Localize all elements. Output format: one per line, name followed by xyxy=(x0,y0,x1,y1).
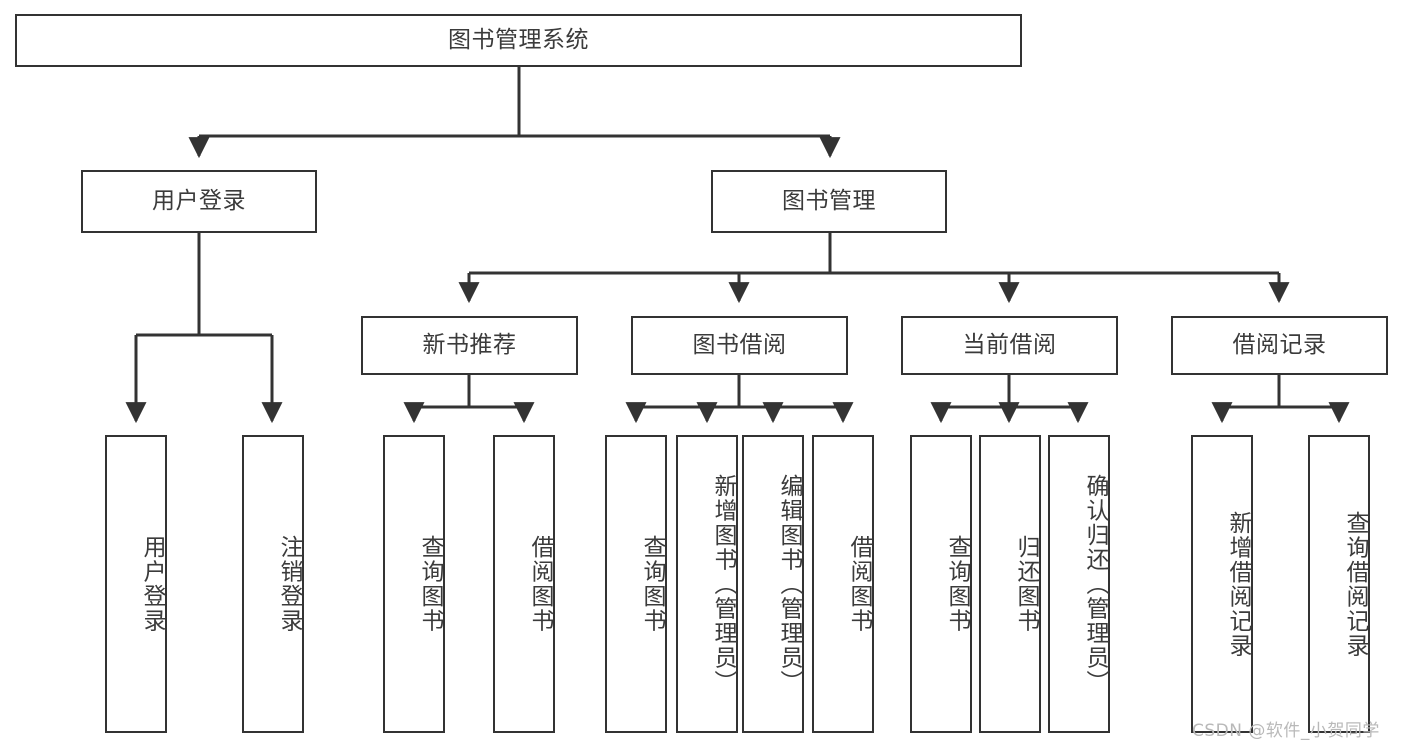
leaf-current-borrow-confirm-return-admin[interactable]: 确认归还（管理员） xyxy=(1048,435,1110,733)
leaf-book-borrow-query-book[interactable]: 查询图书 xyxy=(605,435,667,733)
leaf-label: 新增借阅记录 xyxy=(1225,510,1251,658)
node-book-management[interactable]: 图书管理 xyxy=(711,170,947,233)
node-user-login[interactable]: 用户登录 xyxy=(81,170,317,233)
leaf-user-login-login[interactable]: 用户登录 xyxy=(105,435,167,733)
node-root-label: 图书管理系统 xyxy=(448,26,589,53)
leaf-new-book-borrow-book[interactable]: 借阅图书 xyxy=(493,435,555,733)
node-new-book-recommend-label: 新书推荐 xyxy=(422,331,517,358)
leaf-label: 用户登录 xyxy=(139,535,165,633)
node-borrow-record-label: 借阅记录 xyxy=(1232,331,1327,358)
leaf-label: 编辑图书（管理员） xyxy=(776,473,802,695)
leaf-label: 借阅图书 xyxy=(527,535,553,633)
leaf-label: 查询借阅记录 xyxy=(1342,510,1368,658)
leaf-label: 归还图书 xyxy=(1013,535,1039,633)
leaf-borrow-record-query-record[interactable]: 查询借阅记录 xyxy=(1308,435,1370,733)
csdn-watermark: CSDN @软件_小贺同学 xyxy=(1192,721,1380,741)
leaf-label: 查询图书 xyxy=(944,535,970,633)
node-new-book-recommend[interactable]: 新书推荐 xyxy=(361,316,578,375)
leaf-book-borrow-borrow-book[interactable]: 借阅图书 xyxy=(812,435,874,733)
leaf-label: 查询图书 xyxy=(639,535,665,633)
node-book-borrow[interactable]: 图书借阅 xyxy=(631,316,848,375)
leaf-book-borrow-add-book-admin[interactable]: 新增图书（管理员） xyxy=(676,435,738,733)
node-current-borrow[interactable]: 当前借阅 xyxy=(901,316,1118,375)
node-book-borrow-label: 图书借阅 xyxy=(692,331,787,358)
leaf-book-borrow-edit-book-admin[interactable]: 编辑图书（管理员） xyxy=(742,435,804,733)
leaf-label: 注销登录 xyxy=(276,535,302,633)
leaf-label: 借阅图书 xyxy=(846,535,872,633)
leaf-label: 查询图书 xyxy=(417,535,443,633)
leaf-label: 确认归还（管理员） xyxy=(1082,473,1108,695)
leaf-user-login-logout[interactable]: 注销登录 xyxy=(242,435,304,733)
leaf-borrow-record-add-record[interactable]: 新增借阅记录 xyxy=(1191,435,1253,733)
node-user-login-label: 用户登录 xyxy=(152,187,246,214)
leaf-current-borrow-query-book[interactable]: 查询图书 xyxy=(910,435,972,733)
node-borrow-record[interactable]: 借阅记录 xyxy=(1171,316,1388,375)
leaf-new-book-query-book[interactable]: 查询图书 xyxy=(383,435,445,733)
node-root[interactable]: 图书管理系统 xyxy=(15,14,1022,67)
node-book-management-label: 图书管理 xyxy=(782,187,876,214)
node-current-borrow-label: 当前借阅 xyxy=(962,331,1057,358)
leaf-current-borrow-return-book[interactable]: 归还图书 xyxy=(979,435,1041,733)
leaf-label: 新增图书（管理员） xyxy=(710,473,736,695)
